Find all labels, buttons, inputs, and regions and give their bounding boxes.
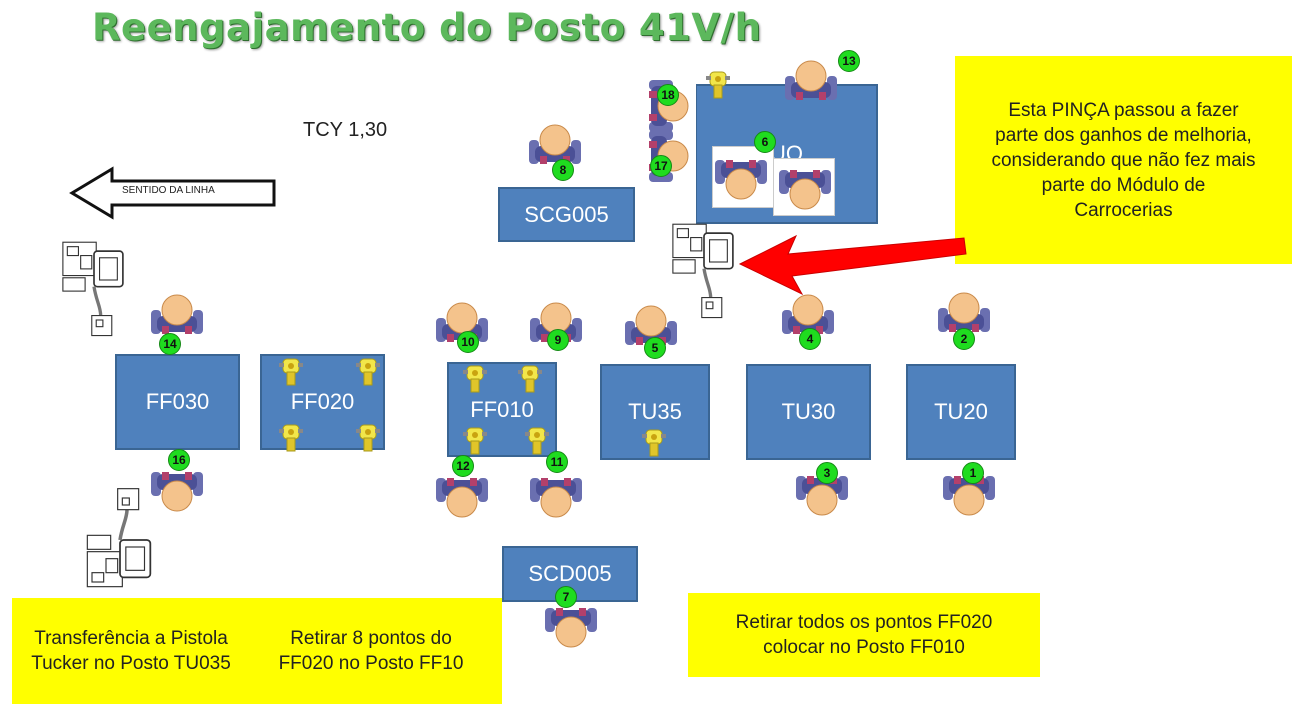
- operator-badge: 11: [546, 451, 568, 473]
- welding-gun-icon: [462, 426, 488, 456]
- station-tu35-label: TU35: [628, 399, 682, 424]
- operator-badge: 10: [457, 331, 479, 353]
- note-pinca: Esta PINÇA passou a fazer parte dos ganh…: [955, 56, 1292, 264]
- station-scd005-label: SCD005: [528, 561, 612, 586]
- station-ff010-label: FF010: [470, 396, 534, 422]
- note-retirar-todos: Retirar todos os pontos FF020 colocar no…: [688, 593, 1040, 677]
- operator-badge: 1: [962, 462, 984, 484]
- operator-icon: [148, 466, 206, 514]
- line-direction-label: SENTIDO DA LINHA: [122, 185, 215, 196]
- operator-badge: 5: [644, 337, 666, 359]
- note-retirar-8: Retirar 8 pontos do FF020 no Posto FF10: [240, 598, 502, 704]
- station-scg005-label: SCG005: [524, 201, 609, 227]
- welding-gun-icon: [462, 364, 488, 394]
- operator-badge: 14: [159, 333, 181, 355]
- operator-badge: 7: [555, 586, 577, 608]
- station-scg005: SCG005: [498, 187, 635, 242]
- operator-badge: 12: [452, 455, 474, 477]
- tcy-label: TCY 1,30: [303, 119, 388, 141]
- station-ff030-label: FF030: [145, 389, 210, 414]
- operator-badge: 18: [657, 84, 679, 106]
- station-ff030: FF030: [115, 354, 240, 450]
- station-tu30: TU30: [746, 364, 871, 460]
- welding-gun-icon: [278, 423, 304, 453]
- station-ff010: FF010: [447, 362, 557, 457]
- operator-badge: 8: [552, 159, 574, 181]
- station-ff020-label: FF020: [290, 389, 355, 414]
- welding-gun-icon: [355, 423, 381, 453]
- operator-badge: 2: [953, 328, 975, 350]
- pinca-tool-icon: [670, 222, 738, 322]
- operator-badge: 13: [838, 50, 860, 72]
- operator-icon: [712, 154, 770, 202]
- operator-icon: [542, 602, 600, 650]
- operator-icon: [433, 472, 491, 520]
- welding-gun-icon: [705, 70, 731, 100]
- welding-gun-icon: [517, 364, 543, 394]
- line-direction-arrow: [69, 166, 276, 220]
- welding-gun-icon: [524, 426, 550, 456]
- red-arrow: [738, 234, 967, 296]
- operator-badge: 17: [650, 155, 672, 177]
- welding-gun-icon: [355, 357, 381, 387]
- operator-badge: 4: [799, 328, 821, 350]
- operator-badge: 9: [547, 329, 569, 351]
- operator-icon: [148, 292, 206, 340]
- page-title: Reengajamento do Posto 41V/h: [92, 6, 762, 49]
- operator-badge: 16: [168, 449, 190, 471]
- operator-badge: 6: [754, 131, 776, 153]
- operator-icon: [782, 58, 840, 106]
- station-tu20-label: TU20: [934, 399, 988, 424]
- operator-badge: 3: [816, 462, 838, 484]
- note-transfer: Transferência a Pistola Tucker no Posto …: [12, 598, 250, 704]
- welding-gun-icon: [641, 428, 667, 458]
- operator-icon: [527, 472, 585, 520]
- pinca-tool-icon: [60, 240, 128, 340]
- pinca-tool-icon: [84, 484, 156, 589]
- station-tu20: TU20: [906, 364, 1016, 460]
- operator-icon: [776, 164, 834, 212]
- station-tu30-label: TU30: [781, 399, 836, 424]
- welding-gun-icon: [278, 357, 304, 387]
